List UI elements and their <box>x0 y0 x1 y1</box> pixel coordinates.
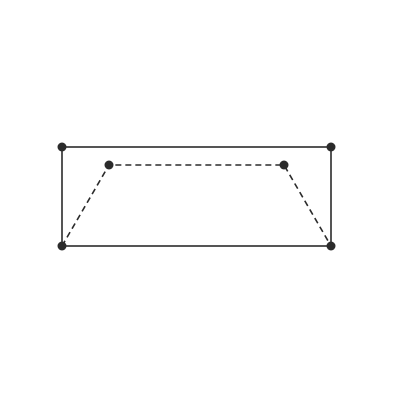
vertex-bottom-right <box>326 241 336 251</box>
vertex-top-left <box>57 142 67 152</box>
dashed-trapezoid <box>61 164 332 247</box>
vertex-inner-right <box>279 160 289 170</box>
vertex-top-right <box>326 142 336 152</box>
vertex-inner-left <box>104 160 114 170</box>
outer-rectangle <box>61 146 332 247</box>
vertex-bottom-left <box>57 241 67 251</box>
